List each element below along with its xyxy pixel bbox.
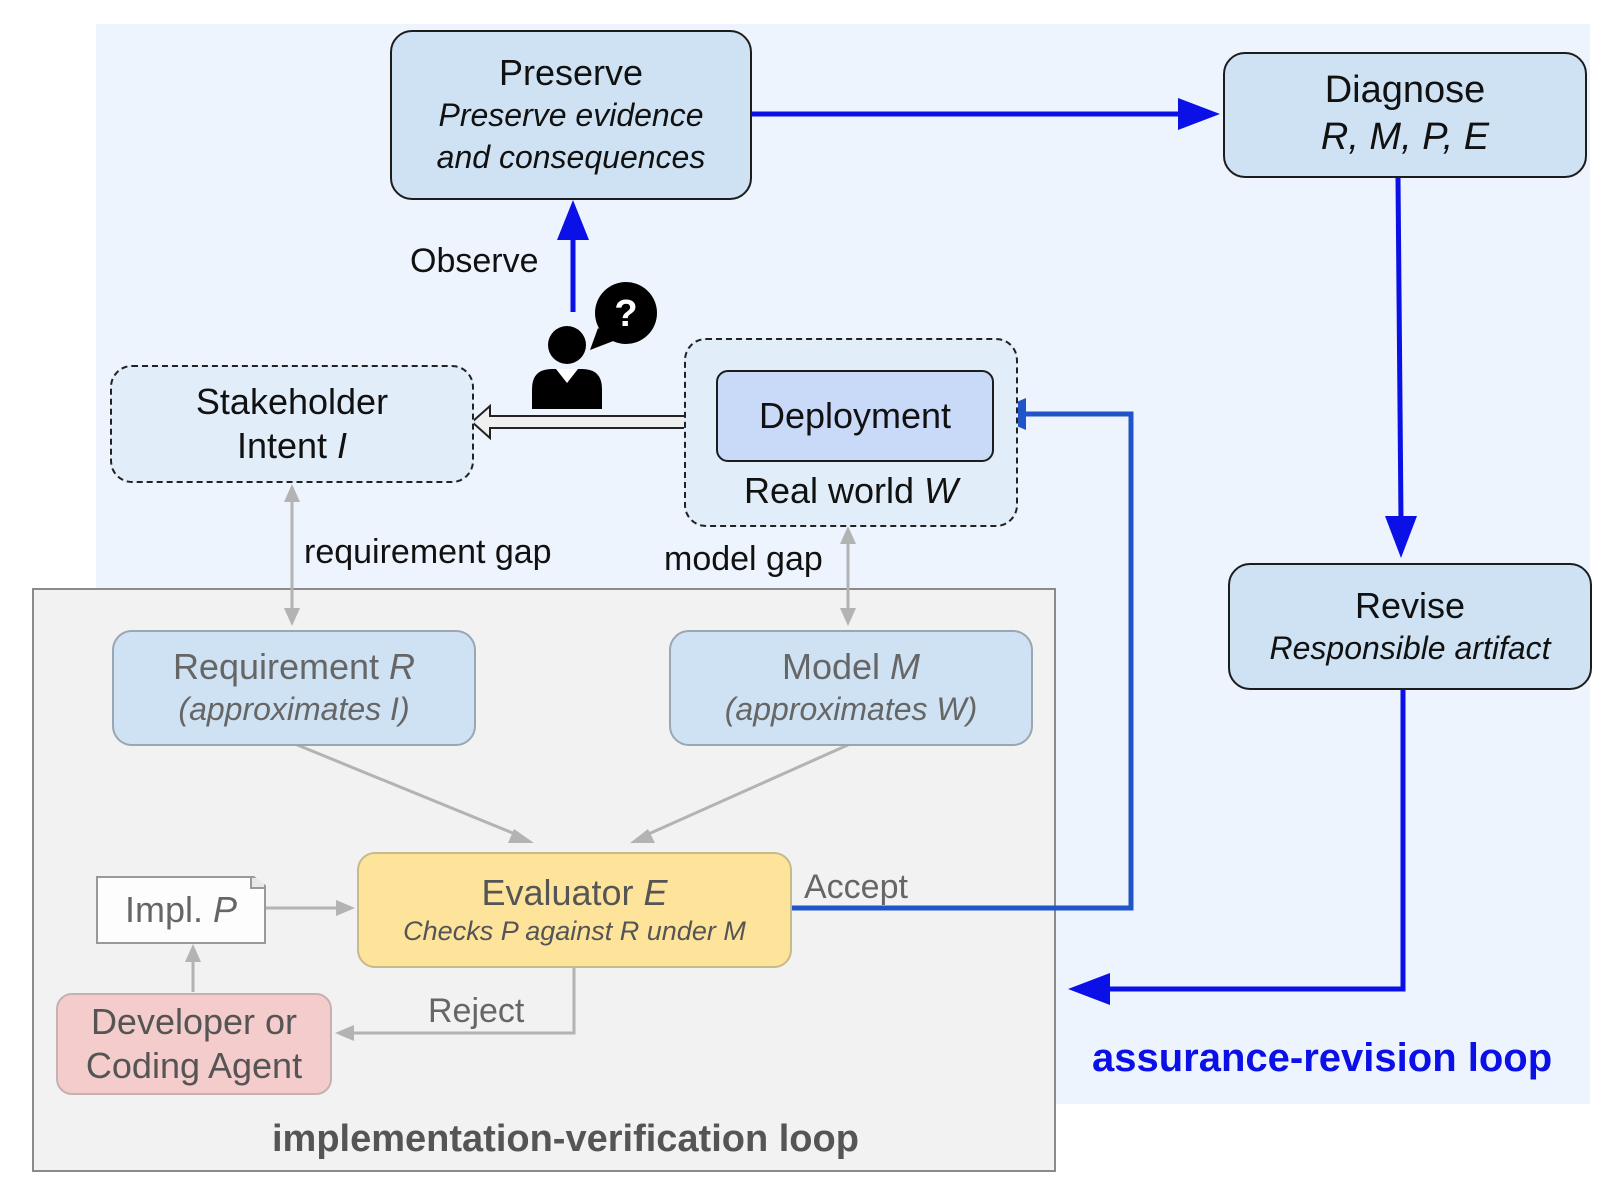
requirement-title: Requirement R: [173, 645, 415, 689]
implementation-loop-title: implementation-verification loop: [272, 1118, 859, 1160]
developer-to-impl-arrow: [185, 944, 201, 992]
stakeholder-intent-node: Stakeholder Intent I: [110, 365, 474, 483]
evaluator-prefix: Evaluator: [481, 871, 644, 913]
requirement-gap-arrow: [284, 484, 300, 626]
requirement-to-evaluator-arrow: [294, 742, 534, 843]
person-icon: [532, 326, 602, 409]
real-world-label: Real world W: [744, 469, 958, 513]
stakeholder-line2: Intent I: [237, 424, 347, 468]
impl-document: Impl. P: [96, 876, 266, 944]
revise-subtitle: Responsible artifact: [1269, 629, 1551, 666]
deployment-node: Deployment: [716, 370, 994, 462]
observe-label: Observe: [410, 242, 539, 280]
model-to-evaluator-arrow: [630, 742, 851, 843]
evaluator-title: Evaluator E: [481, 871, 667, 915]
svg-text:?: ?: [614, 293, 637, 335]
impl-to-evaluator-arrow: [266, 900, 355, 916]
evaluator-var: E: [643, 871, 668, 913]
requirement-var: R: [389, 646, 416, 688]
assurance-loop-title: assurance-revision loop: [1092, 1036, 1553, 1080]
model-prefix: Model: [781, 646, 891, 688]
diagnose-to-revise-arrow: [1385, 177, 1417, 558]
requirement-prefix: Requirement: [172, 646, 390, 688]
requirement-node: Requirement R (approximates I): [112, 630, 476, 746]
model-subtitle: (approximates W): [724, 691, 978, 728]
stakeholder-line1: Stakeholder: [195, 381, 389, 423]
impl-label: Impl. P: [125, 889, 237, 931]
developer-line1: Developer or: [90, 1001, 298, 1043]
model-gap-arrow: [840, 526, 856, 626]
revise-node: Revise Responsible artifact: [1228, 563, 1592, 690]
model-node: Model M (approximates W): [669, 630, 1033, 746]
impl-prefix: Impl.: [124, 889, 213, 930]
preserve-line1: Preserve evidence: [438, 97, 704, 134]
diagnose-title: Diagnose: [1324, 69, 1486, 112]
accept-label: Accept: [804, 868, 908, 906]
model-var: M: [890, 646, 921, 688]
diagnose-node: Diagnose R, M, P, E: [1223, 52, 1587, 178]
diagnose-subtitle: R, M, P, E: [1320, 116, 1490, 159]
revise-to-implementation-arrow: [1068, 690, 1406, 1005]
observe-arrow: [557, 200, 589, 312]
deployment-title: Deployment: [758, 395, 952, 437]
developer-line2: Coding Agent: [85, 1045, 303, 1086]
real-world-prefix: Real world: [743, 470, 925, 512]
revise-title: Revise: [1354, 584, 1466, 626]
evaluator-subtitle: Checks P against R under M: [403, 916, 746, 947]
reject-label: Reject: [428, 992, 525, 1030]
preserve-line2: and consequences: [436, 138, 706, 175]
requirement-subtitle: (approximates I): [178, 691, 410, 728]
preserve-title: Preserve: [498, 52, 644, 94]
stakeholder-deployment-double-arrow: [470, 403, 714, 441]
developer-node: Developer or Coding Agent: [56, 993, 332, 1095]
stakeholder-line2-prefix: Intent: [236, 425, 338, 466]
model-title: Model M: [782, 645, 920, 689]
preserve-to-diagnose-arrow: [750, 98, 1220, 130]
impl-var: P: [213, 889, 238, 930]
requirement-gap-label: requirement gap: [304, 533, 552, 571]
preserve-node: Preserve Preserve evidence and consequen…: [390, 30, 752, 200]
evaluator-node: Evaluator E Checks P against R under M: [357, 852, 792, 968]
real-world-var: W: [924, 470, 959, 512]
model-gap-label: model gap: [664, 540, 823, 578]
question-speech-bubble-icon: ?: [590, 282, 657, 350]
stakeholder-var: I: [337, 425, 348, 466]
reject-arrow: [335, 966, 576, 1041]
